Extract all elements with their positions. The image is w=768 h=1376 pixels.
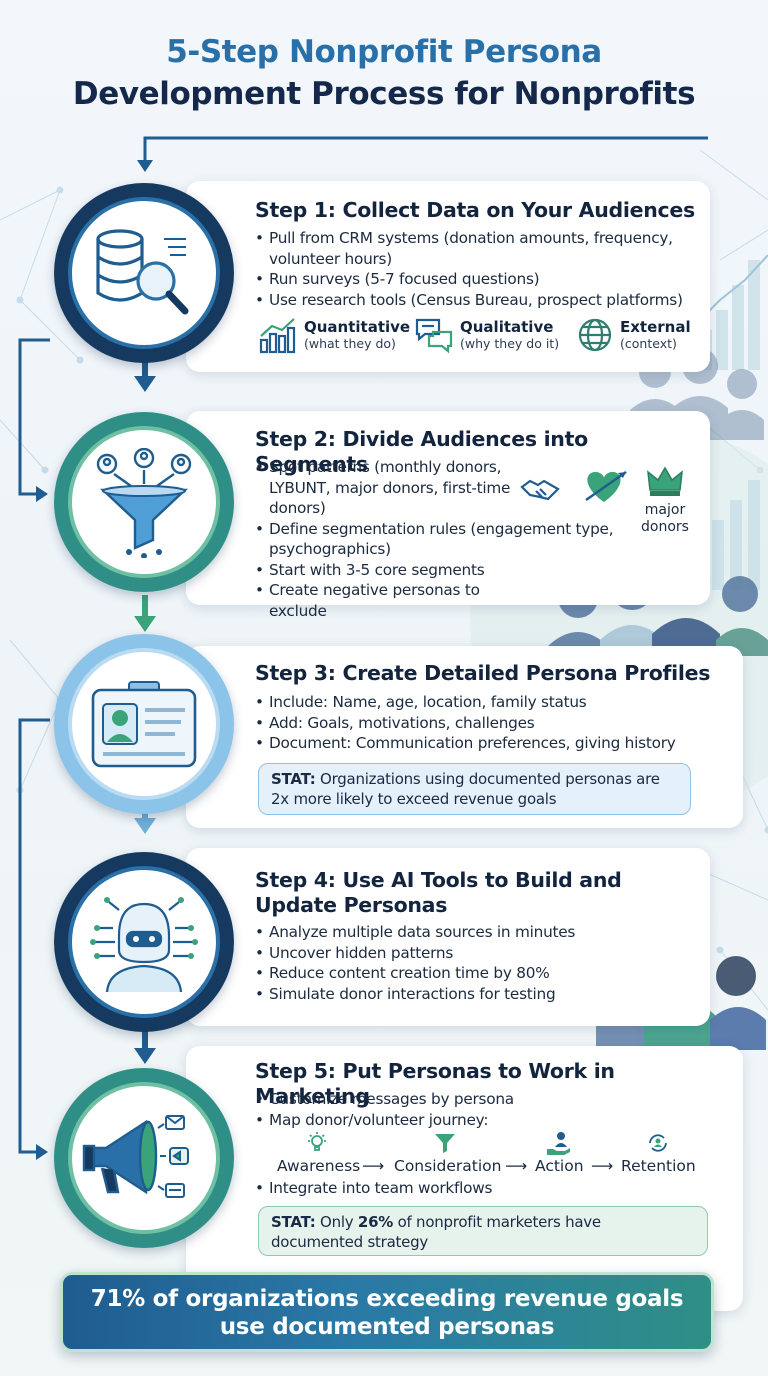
step-3-bullet: Document: Communication preferences, giv… [255, 733, 725, 754]
step-5-bullets: Customize messages by persona Map donor/… [255, 1089, 725, 1130]
database-search-icon [96, 229, 189, 315]
journey-arrow: ⟶ [362, 1157, 385, 1175]
step-1-title: Step 1: Collect Data on Your Audiences [255, 198, 695, 222]
external-sub: (context) [620, 336, 677, 351]
step-1-circle [54, 183, 234, 363]
journey-arrow: ⟶ [505, 1157, 528, 1175]
hand-person-icon [547, 1132, 570, 1155]
step-3-title: Step 3: Create Detailed Persona Profiles [255, 661, 711, 685]
stat-prefix: STAT: [271, 770, 316, 788]
crown-icon [647, 466, 683, 496]
step-1-bullets: Pull from CRM systems (donation amounts,… [255, 228, 705, 310]
title-line-2: Development Process for Nonprofits [72, 76, 696, 112]
step-2-bullet: Create negative personas to exclude [255, 580, 525, 621]
quantitative-sub: (what they do) [304, 336, 396, 351]
journey-arrow: ⟶ [591, 1157, 614, 1175]
step-5-bullet: Integrate into team workflows [255, 1178, 725, 1199]
step-3-bullets: Include: Name, age, location, family sta… [255, 692, 725, 754]
step-2-bullets: Spot patterns (monthly donors, LYBUNT, m… [255, 457, 614, 621]
heart-arrow-icon [585, 471, 627, 502]
qualitative-sub: (why they do it) [460, 336, 560, 351]
refresh-person-icon [649, 1134, 667, 1152]
step-1-bullet: Run surveys (5-7 focused questions) [255, 269, 705, 290]
lightbulb-icon [308, 1132, 326, 1151]
megaphone-icon [82, 1115, 189, 1198]
banner-line-1: 71% of organizations exceeding revenue g… [90, 1286, 684, 1312]
step-4-title: Step 4: Use AI Tools to Build and Update… [255, 868, 622, 917]
step-2-bullet: Spot patterns (monthly donors, LYBUNT, m… [255, 457, 525, 519]
banner-line-2: use documented personas [219, 1314, 555, 1340]
summary-banner: 71% of organizations exceeding revenue g… [60, 1272, 714, 1352]
funnel-icon [435, 1134, 455, 1153]
step-2-bullet: Start with 3-5 core segments [255, 560, 525, 581]
step-3-stat: STAT: Organizations using documented per… [258, 763, 691, 815]
ai-robot-icon [90, 897, 198, 993]
step-5-bullet: Customize messages by persona [255, 1089, 725, 1110]
quantitative-label: Quantitative [304, 318, 411, 336]
step-4-bullet: Uncover hidden patterns [255, 943, 655, 964]
step-5-bullet: Map donor/volunteer journey: [255, 1110, 725, 1131]
stat-prefix: STAT: [271, 1213, 316, 1231]
step-3-circle [54, 634, 234, 814]
step-1-bullet: Use research tools (Census Bureau, prosp… [255, 290, 705, 311]
step-2-circle [54, 412, 234, 592]
quantitative-item: Quantitative (what they do) [258, 316, 410, 354]
step-4-bullet: Simulate donor interactions for testing [255, 984, 655, 1005]
stat-text-1: Only [320, 1213, 358, 1231]
major-donors-label: major donors [641, 502, 689, 535]
step-4-bullet: Reduce content creation time by 80% [255, 963, 655, 984]
step-4-bullets: Analyze multiple data sources in minutes… [255, 922, 655, 1004]
step-3-bullet: Add: Goals, motivations, challenges [255, 713, 725, 734]
stat-highlight: 26% [357, 1213, 394, 1231]
journey-action: Action [535, 1157, 584, 1175]
step-2-bullet: Define segmentation rules (engagement ty… [255, 519, 655, 560]
stat-text-2: of nonprofit marketers have documented s… [271, 1213, 601, 1251]
funnel-people-icon [96, 448, 192, 558]
step-5-circle [54, 1068, 234, 1248]
globe-icon [578, 318, 612, 352]
external-item: External (context) [576, 316, 691, 354]
stat-text: Organizations using documented personas … [271, 770, 660, 808]
qualitative-label: Qualitative [460, 318, 554, 336]
bar-chart-icon [259, 318, 296, 354]
title-line-1: 5-Step Nonprofit Persona [166, 34, 602, 70]
step-5-bullets-after: Integrate into team workflows [255, 1178, 725, 1199]
step-1-bullet: Pull from CRM systems (donation amounts,… [255, 228, 705, 269]
handshake-icon [520, 479, 560, 501]
step-4-circle [54, 852, 234, 1032]
chat-bubbles-icon [415, 318, 453, 354]
external-label: External [620, 318, 691, 336]
step-5-stat: STAT: Only 26% of nonprofit marketers ha… [258, 1206, 708, 1256]
journey-awareness: Awareness [277, 1157, 361, 1175]
step-4-bullet: Analyze multiple data sources in minutes [255, 922, 655, 943]
profile-card-icon [91, 681, 197, 768]
qualitative-item: Qualitative (why they do it) [414, 316, 559, 354]
journey-retention: Retention [621, 1157, 696, 1175]
journey-consideration: Consideration [394, 1157, 502, 1175]
step-3-bullet: Include: Name, age, location, family sta… [255, 692, 725, 713]
